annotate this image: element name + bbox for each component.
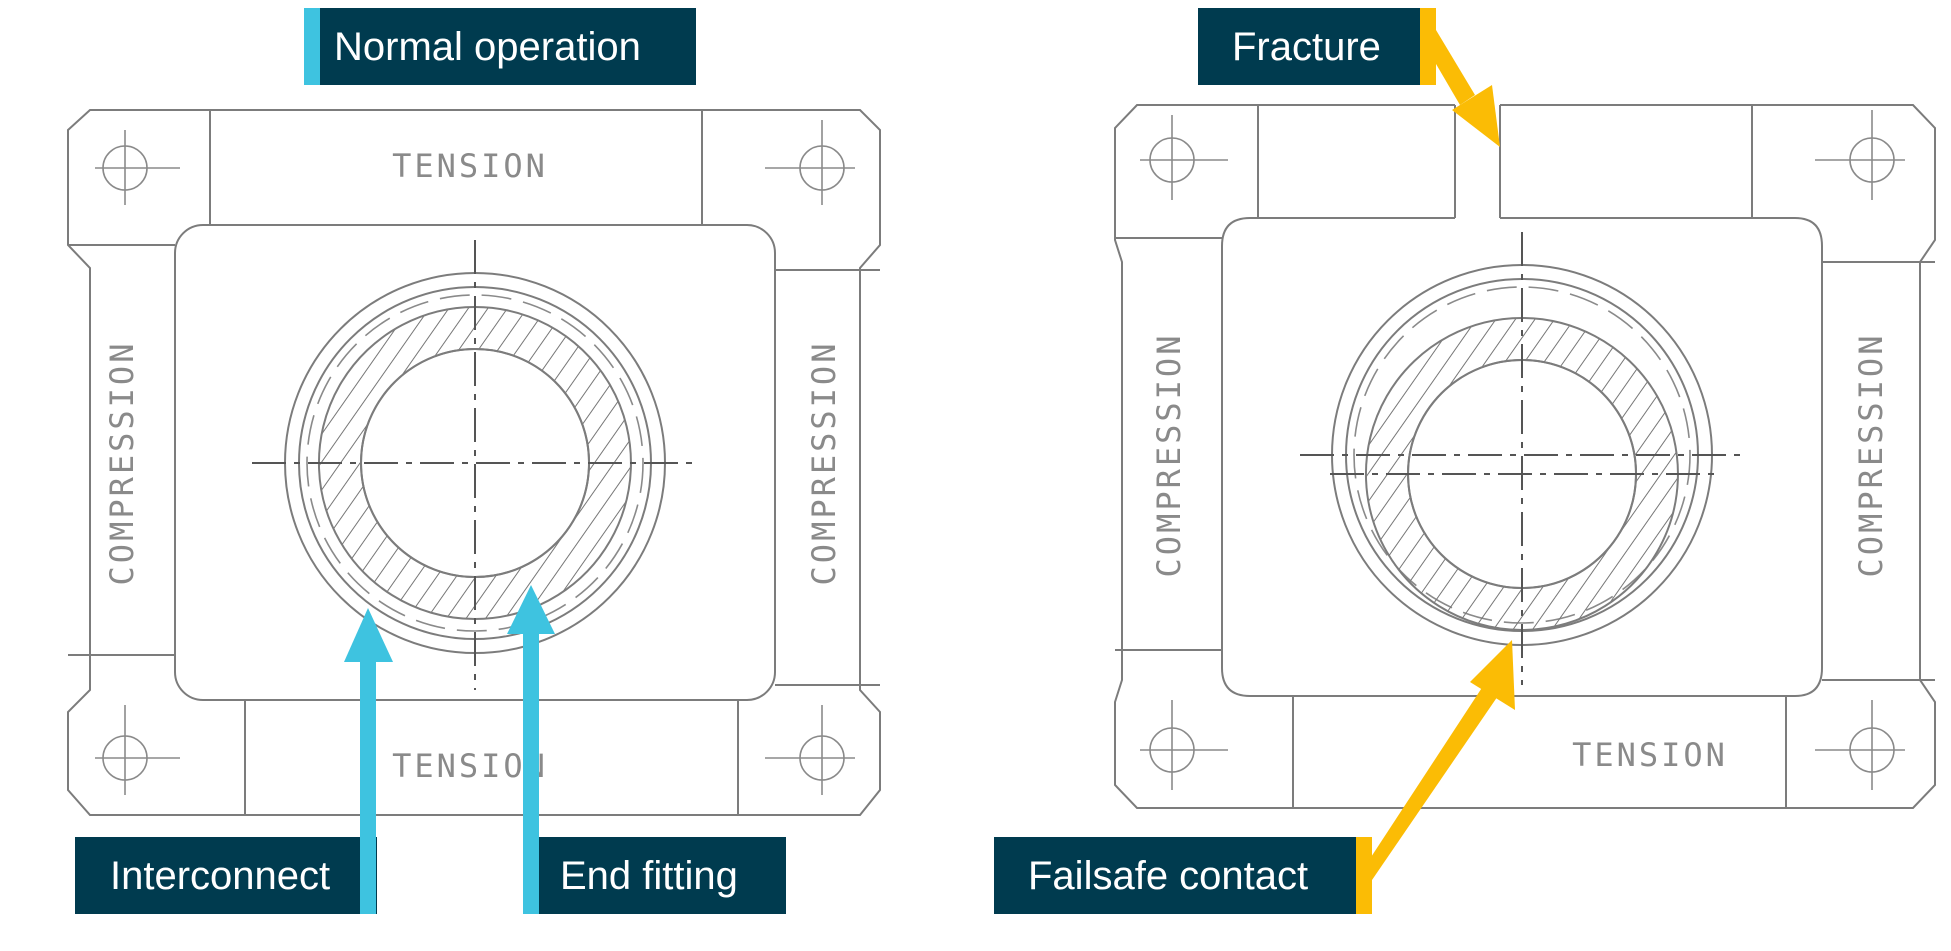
fracture-arrow-head: [1452, 85, 1500, 147]
interconnect-label-bg: [75, 837, 377, 914]
normal-operation-title: Normal operation: [304, 8, 696, 85]
left-plate-outline: [67, 109, 881, 816]
left-right-compression-label: COMPRESSION: [805, 341, 843, 586]
normal-operation-accent-bar: [304, 8, 320, 85]
left-plate-drawing: TENSION TENSION COMPRESSION COMPRESSION: [67, 109, 881, 816]
right-plate-outline-left: [1114, 104, 1936, 809]
end-fitting-arrow-shaft: [523, 630, 539, 914]
right-bolt-holes: [1140, 110, 1905, 790]
failsafe-contact-arrow-head: [1470, 640, 1515, 710]
end-fitting-arrow-head: [507, 585, 555, 634]
normal-operation-title-bg: [304, 8, 696, 85]
end-fitting-callout: End fitting: [507, 585, 786, 914]
left-left-compression-label: COMPRESSION: [103, 341, 141, 586]
failsafe-contact-label-bg: [994, 837, 1356, 914]
interconnect-label-text: Interconnect: [110, 854, 330, 898]
failsafe-contact-arrow-shaft: [1356, 680, 1502, 880]
failsafe-contact-label-text: Failsafe contact: [1028, 854, 1308, 898]
right-right-compression-label: COMPRESSION: [1852, 333, 1890, 578]
fracture-arrow-shaft: [1422, 30, 1475, 105]
right-plate-drawing: TENSION COMPRESSION COMPRESSION: [1114, 104, 1936, 809]
fracture-label-bg: [1198, 8, 1420, 85]
left-top-tension-label: TENSION: [392, 147, 548, 185]
interconnect-callout: Interconnect: [75, 608, 393, 914]
end-fitting-label-text: End fitting: [560, 854, 738, 898]
fracture-callout: Fracture: [1198, 8, 1500, 147]
interconnect-arrow-head: [344, 608, 393, 662]
normal-operation-title-text: Normal operation: [334, 25, 641, 69]
left-bolt-holes: [95, 120, 855, 795]
end-fitting-label-bg: [523, 837, 786, 914]
failsafe-contact-callout: Failsafe contact: [994, 640, 1515, 914]
right-inner-window: [1221, 217, 1823, 697]
interconnect-arrow-shaft: [360, 658, 376, 914]
right-left-compression-label: COMPRESSION: [1150, 333, 1188, 578]
fracture-label-text: Fracture: [1232, 25, 1381, 69]
left-inner-window: [174, 224, 776, 701]
right-bottom-tension-label: TENSION: [1572, 736, 1728, 774]
left-bottom-tension-label: TENSION: [392, 747, 548, 785]
